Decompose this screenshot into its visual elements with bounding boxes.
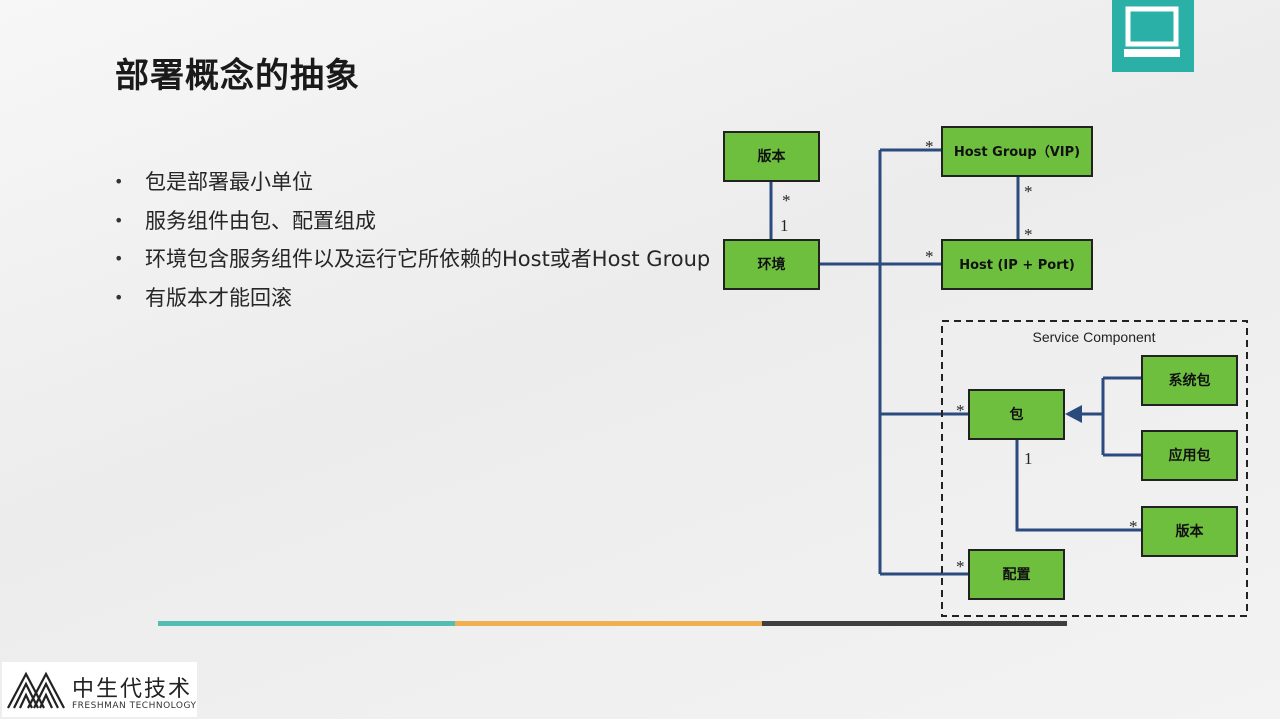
box-system-package	[1141, 355, 1238, 406]
multiplicity-marker: *	[956, 401, 965, 420]
multiplicity-marker: *	[925, 137, 934, 156]
box-label-package: 包	[1010, 406, 1024, 423]
computer-monitor-badge	[1112, 0, 1194, 72]
multiplicity-marker: *	[782, 191, 791, 210]
box-label-env-version: 版本	[758, 148, 787, 165]
box-host	[941, 239, 1093, 290]
box-label-pkg-version: 版本	[1176, 523, 1205, 540]
box-label-host-group: Host Group（VIP)	[954, 144, 1080, 160]
footer-bar-teal	[158, 621, 455, 626]
box-label-config: 配置	[1003, 566, 1031, 583]
slide-title: 部署概念的抽象	[115, 56, 360, 96]
logo-subtitle: FRESHMAN TECHNOLOGY	[72, 701, 197, 711]
bullet-list: 包是部署最小单位 服务组件由包、配置组成 环境包含服务组件以及运行它所依赖的Ho…	[110, 163, 710, 317]
box-app-package	[1141, 430, 1238, 481]
mountain-stripes-logo-icon	[7, 671, 65, 709]
bullet-item: 环境包含服务组件以及运行它所依赖的Host或者Host Group	[110, 240, 710, 279]
bullet-item: 有版本才能回滚	[110, 279, 710, 318]
logo-name: 中生代技术	[72, 677, 193, 702]
box-config	[968, 549, 1065, 600]
connector-package-version	[1015, 439, 1142, 532]
multiplicity-marker: *	[1129, 517, 1138, 536]
box-pkg-version	[1141, 506, 1238, 557]
multiplicity-marker: *	[1024, 182, 1033, 201]
box-host-group	[941, 126, 1093, 177]
box-label-system-package: 系统包	[1169, 372, 1211, 389]
inheritance-arrowhead	[1065, 405, 1082, 423]
box-label-environment: 环境	[758, 256, 786, 273]
multiplicity-marker: *	[925, 247, 934, 266]
multiplicity-marker: *	[1024, 225, 1033, 244]
footer-bar-orange	[455, 621, 762, 626]
company-logo: 中生代技术 FRESHMAN TECHNOLOGY	[2, 662, 197, 717]
box-environment	[723, 239, 820, 290]
multiplicity-marker: 1	[780, 216, 789, 235]
computer-monitor-icon	[1124, 6, 1180, 57]
box-package	[968, 389, 1065, 440]
box-label-app-package: 应用包	[1169, 447, 1211, 464]
bullet-item: 包是部署最小单位	[110, 163, 710, 202]
multiplicity-marker: *	[956, 557, 965, 576]
box-label-host: Host (IP + Port)	[959, 258, 1075, 273]
footer-bar-dark	[762, 621, 1067, 626]
bullet-item: 服务组件由包、配置组成	[110, 202, 710, 241]
multiplicity-marker: 1	[1024, 449, 1033, 468]
box-env-version	[723, 131, 820, 182]
service-component-label: Service Component	[1033, 329, 1156, 345]
